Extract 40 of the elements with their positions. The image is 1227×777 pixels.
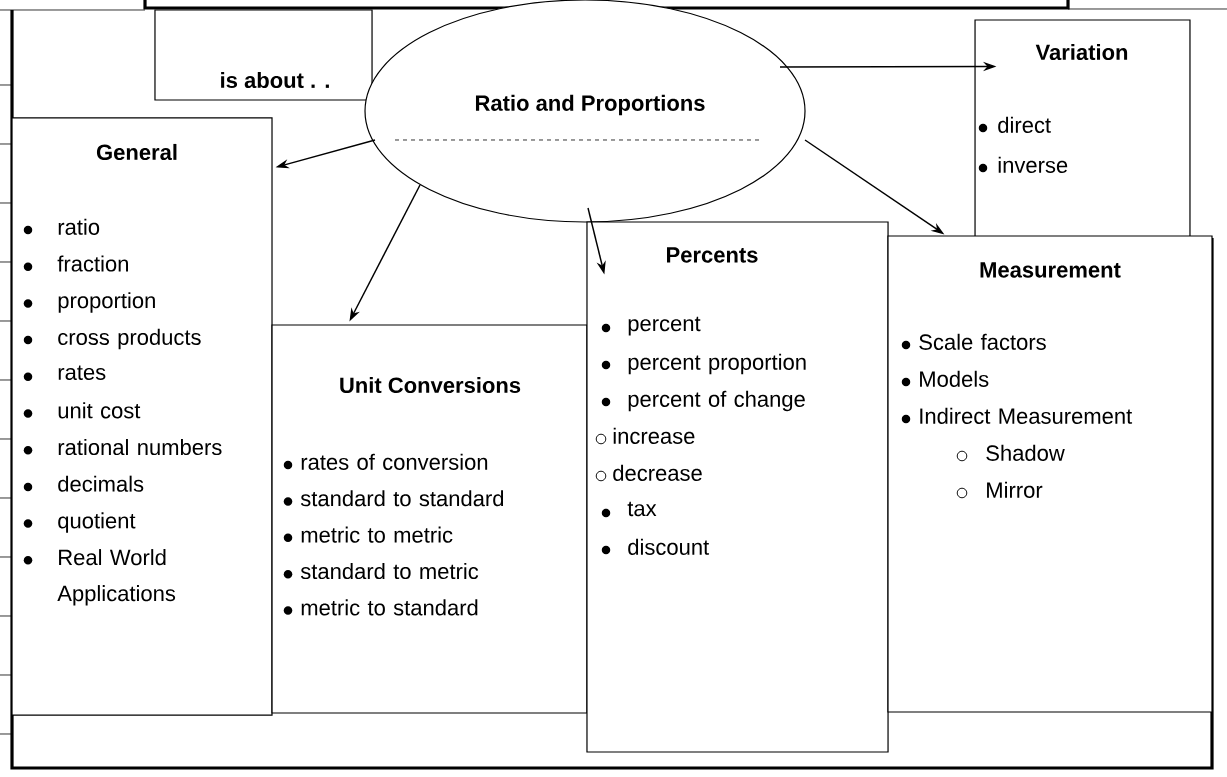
- bullet-item: percent of change: [601, 390, 805, 412]
- box-heading: Measurement: [980, 262, 1121, 278]
- box-heading: Variation: [1035, 43, 1128, 61]
- bullet-item: decrease: [595, 464, 702, 482]
- bullet-item: ratio: [23, 218, 100, 235]
- bullet-item: discount: [601, 538, 710, 555]
- bullet-item: cross products: [23, 328, 201, 350]
- bullet-item: metric to metric: [283, 526, 453, 543]
- bullet-item: percent proportion: [601, 353, 806, 375]
- bullet-item: direct: [978, 116, 1051, 133]
- bullet-item: Real World Applications: [23, 549, 176, 606]
- box-heading: is about . .: [221, 71, 329, 89]
- topic-box: [271, 324, 588, 714]
- bullet-item: Mirror: [956, 481, 1043, 499]
- bullet-item: proportion: [23, 292, 155, 313]
- bullet-item: unit cost: [23, 402, 141, 419]
- text-box: [154, 9, 373, 101]
- bullet-item: percent: [601, 316, 701, 336]
- bullet-item: rates of conversion: [283, 453, 488, 470]
- bullet-item: standard to standard: [283, 490, 504, 507]
- bullet-item: metric to standard: [283, 599, 478, 616]
- box-heading: General: [96, 143, 177, 161]
- bullet-item: standard to metric: [283, 562, 479, 580]
- bullet-item: rates: [23, 365, 106, 382]
- bullet-item: rational numbers: [23, 438, 222, 456]
- bullet-item: Indirect Measurement: [901, 407, 1133, 424]
- bullet-item: decimals: [23, 475, 144, 492]
- bullet-item: Scale factors: [901, 333, 1046, 350]
- topic-box: [586, 221, 889, 753]
- bullet-item: fraction: [23, 255, 128, 272]
- bullet-item: quotient: [23, 512, 136, 533]
- bullet-item: inverse: [978, 156, 1068, 173]
- box-heading: Percents: [667, 247, 758, 263]
- bullet-item: Models: [901, 370, 989, 387]
- bullet-item: Shadow: [956, 444, 1065, 462]
- box-heading: Ratio and Proportions: [475, 94, 705, 116]
- box-heading: Unit Conversions: [340, 376, 521, 394]
- bullet-item: increase: [595, 427, 695, 445]
- bullet-item: tax: [601, 501, 657, 518]
- topic-box: [11, 117, 273, 716]
